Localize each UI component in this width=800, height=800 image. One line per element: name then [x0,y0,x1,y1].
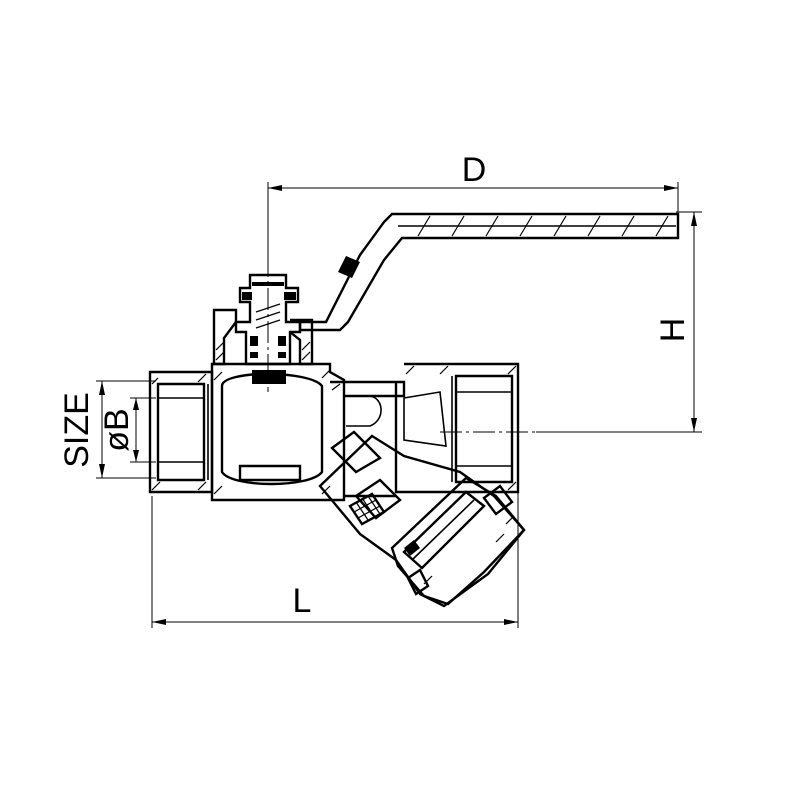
dimension-h: H [536,211,702,433]
dimension-size-label: SIZE [58,392,96,468]
dimension-b: øB [98,397,156,463]
strainer-cap [390,476,526,606]
dimension-d: D [267,151,679,265]
strainer-mesh [348,492,386,526]
dimension-d-label: D [462,151,487,189]
valve-stem [212,273,314,366]
lever-hatch [417,215,669,237]
dimension-size: SIZE [58,380,156,479]
dimension-l: L [151,492,519,628]
valve-body [148,362,520,502]
dimension-h-label: H [654,318,692,343]
dimension-l-label: L [293,582,312,620]
dimension-b-label: øB [98,408,136,451]
lever-handle [298,212,680,332]
strainer-leg [318,430,526,608]
